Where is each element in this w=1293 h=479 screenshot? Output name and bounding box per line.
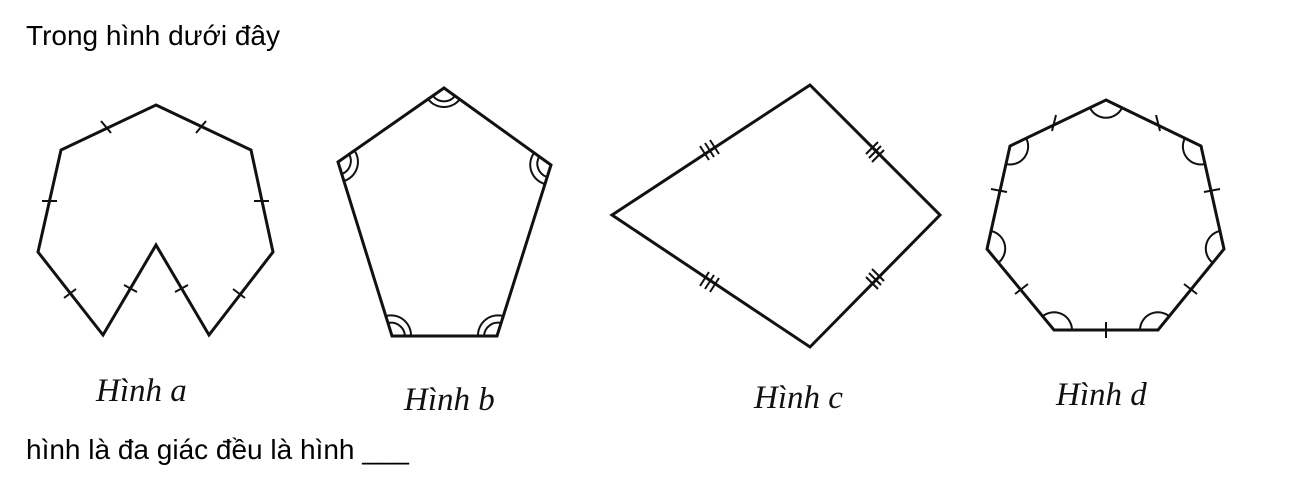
figure-b-shape	[336, 86, 553, 338]
figure-b: Hình b	[336, 86, 553, 418]
figure-c-label: Hình c	[753, 380, 843, 416]
figure-d-label: Hình d	[1055, 377, 1147, 413]
figure-a: Hình a	[36, 103, 275, 409]
figure-d-shape	[985, 98, 1226, 332]
figure-c-shape	[609, 83, 943, 349]
figure-d-angle-marks	[990, 107, 1221, 331]
figure-b-angle-marks	[341, 95, 548, 337]
figure-b-label: Hình b	[403, 382, 495, 418]
question-intro: Trong hình dưới đây	[26, 20, 280, 51]
figure-a-side-marks	[42, 120, 269, 299]
figure-a-shape	[36, 103, 275, 338]
figure-c: Hình c	[609, 83, 943, 416]
figure-a-label: Hình a	[95, 373, 187, 409]
figure-c-side-marks	[699, 139, 885, 293]
question-prompt: hình là đa giác đều là hình ___	[26, 434, 409, 465]
figure-d: Hình d	[985, 98, 1226, 413]
figure-d-side-marks	[990, 114, 1221, 338]
